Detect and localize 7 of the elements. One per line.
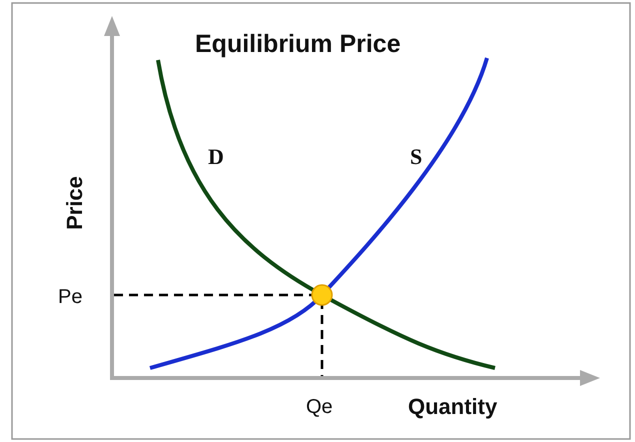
axis-title: Quantity [408,394,498,420]
curve-label: S [410,144,422,170]
chart-title: Equilibrium Price [195,30,401,59]
axis-title: Price [62,176,88,230]
curve-label: D [208,144,224,170]
axis-value-label: Pe [58,286,82,309]
axis-value-label: Qe [306,396,333,419]
